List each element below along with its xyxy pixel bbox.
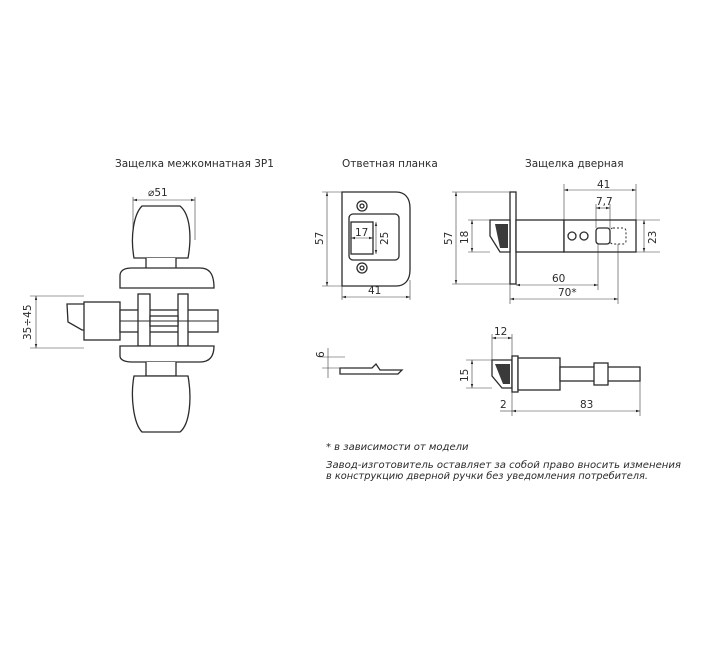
latch-hole-1 <box>567 231 577 241</box>
dim-hole-height: 25 <box>379 232 391 245</box>
latch-square-hole-alt <box>609 227 627 245</box>
bottom-knob <box>131 375 191 433</box>
bottom-rosette <box>119 345 215 363</box>
dim-15: 15 <box>459 369 471 382</box>
dim-hole-width: 17 <box>355 227 368 239</box>
latch-faceplate <box>509 191 517 285</box>
dim-plate-thickness: 6 <box>315 351 327 358</box>
dim-70: 70* <box>558 287 577 299</box>
side-tail-clip <box>593 362 609 386</box>
strike-plate-assembly: Ответная планка 17 25 57 41 6 <box>314 158 438 378</box>
latch-case <box>515 219 565 253</box>
dim-tail-height: 23 <box>647 231 659 244</box>
spindle-left <box>137 293 151 347</box>
strike-plate-side-view <box>339 362 404 375</box>
note-manufacturer-line2: в конструкцию дверной ручки без уведомле… <box>326 470 648 482</box>
latch-housing <box>83 301 121 341</box>
latch-square-hole <box>595 227 611 245</box>
side-case <box>517 357 561 391</box>
notes: * в зависимости от модели Завод-изготови… <box>326 442 681 482</box>
title-door-latch: Защелка дверная <box>525 158 624 170</box>
door-latch-assembly: Защелка дверная 57 18 41 7,7 <box>443 158 660 416</box>
dim-2: 2 <box>500 399 507 411</box>
bottom-knob-neck <box>145 362 177 377</box>
dim-plate-height: 57 <box>314 232 326 245</box>
dim-12: 12 <box>494 326 507 338</box>
dim-tail-41: 41 <box>597 179 610 191</box>
latch-bolt-shading <box>495 224 508 248</box>
title-strike-plate: Ответная планка <box>342 158 438 170</box>
dim-7-7: 7,7 <box>596 196 613 208</box>
latch-hole-2 <box>579 231 589 241</box>
dim-bolt-height: 18 <box>459 231 471 244</box>
dim-knob-diameter: ⌀51 <box>148 187 168 199</box>
dim-60: 60 <box>552 273 565 285</box>
screw-hole-top-inner <box>359 203 365 209</box>
dim-latch-height: 57 <box>443 232 455 245</box>
dim-plate-width: 41 <box>368 285 381 297</box>
title-interior-latch: Защелка межкомнатная 3Р1 <box>115 158 274 170</box>
note-asterisk: * в зависимости от модели <box>326 442 469 453</box>
dim-backset-range: 35÷45 <box>22 304 34 340</box>
side-faceplate <box>511 355 519 393</box>
side-latch-bolt-shading <box>495 364 510 384</box>
interior-latch-assembly: Защелка межкомнатная 3Р1 ⌀51 35÷45 <box>22 158 274 433</box>
screw-hole-bottom-inner <box>359 265 365 271</box>
dim-83: 83 <box>580 399 593 411</box>
spindle-right <box>177 293 189 347</box>
top-knob <box>131 205 191 259</box>
note-manufacturer-line1: Завод-изготовитель оставляет за собой пр… <box>326 459 681 471</box>
top-rosette <box>119 267 215 289</box>
